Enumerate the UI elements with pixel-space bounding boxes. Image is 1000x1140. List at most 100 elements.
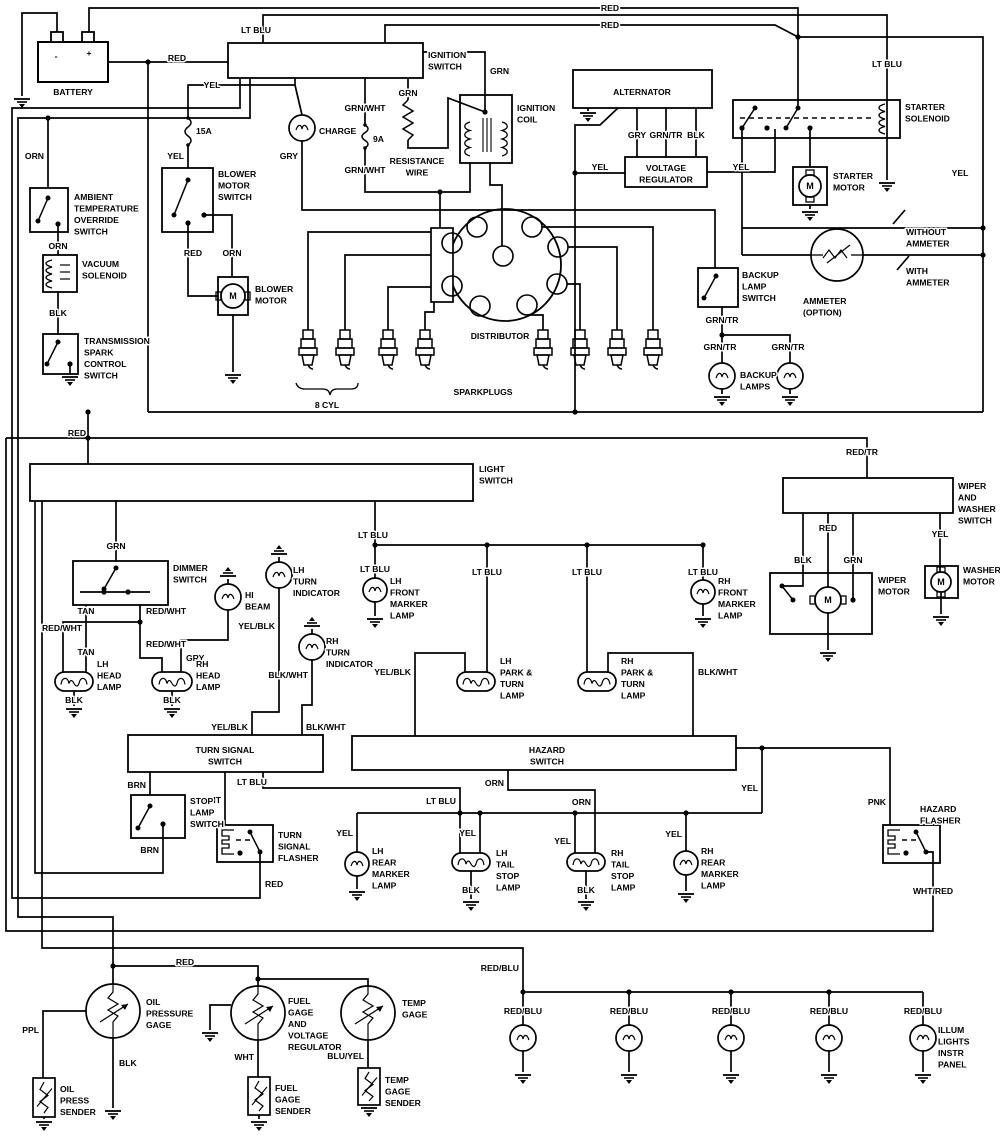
resistance-wire	[401, 99, 415, 141]
label: YEL	[592, 162, 609, 172]
junction-dot	[437, 189, 443, 195]
wires	[5, 7, 984, 1119]
lamp-filament-icon	[462, 677, 490, 687]
ground-icon	[879, 182, 895, 192]
label: YEL	[741, 783, 758, 793]
lamp-filament-icon	[272, 571, 286, 578]
label: IGNITION	[428, 50, 466, 60]
label: LT BLU	[872, 59, 902, 69]
gauges	[85, 983, 396, 1041]
junction-dot	[255, 976, 261, 982]
label: WIPER	[878, 575, 907, 585]
label: VACUUM	[82, 259, 119, 269]
label: TEMPERATURE	[74, 204, 139, 214]
label: LH	[390, 576, 401, 586]
label: GRY	[280, 151, 299, 161]
label: LAMP	[372, 881, 397, 891]
label: ORN	[222, 248, 241, 258]
label: PARK &	[621, 668, 653, 678]
ground-icon	[14, 98, 30, 108]
wiper-washer-switch	[782, 477, 954, 514]
label: SENDER	[275, 1106, 312, 1116]
ground-icon	[714, 396, 730, 406]
label: BLK	[577, 885, 595, 895]
junction-dot	[85, 435, 91, 441]
label: RESISTANCE	[390, 156, 445, 166]
flasher-contact-icon	[221, 829, 234, 855]
ground-icon	[164, 708, 180, 718]
junction-dot	[201, 212, 207, 218]
label: YEL	[733, 162, 750, 172]
label: FRONT	[390, 588, 420, 598]
label: GRN	[490, 66, 509, 76]
ambient-temperature-override-switch	[29, 187, 69, 233]
svg-text:M: M	[229, 291, 237, 301]
label: RED/TR	[846, 447, 879, 457]
sparkplug	[647, 329, 659, 340]
voltage-regulator	[624, 156, 708, 188]
label: GAGE	[146, 1020, 172, 1030]
label: INDICATOR	[293, 588, 341, 598]
label: VOLTAGE	[288, 1031, 329, 1041]
oval-lamp	[451, 852, 491, 872]
sparkplugs	[295, 329, 663, 396]
lamp-filament-icon	[696, 588, 710, 595]
label: LH	[500, 656, 511, 666]
ground-icon	[723, 1074, 739, 1084]
label: TEMP	[402, 998, 426, 1008]
junction-dot	[101, 589, 107, 595]
label: RED/BLU	[904, 1006, 942, 1016]
label: LT BLU	[241, 25, 271, 35]
junction-dot	[185, 220, 191, 226]
oval-lamps	[54, 671, 617, 872]
label: 8 CYL	[315, 400, 339, 410]
label: LT BLU	[472, 567, 502, 577]
label: GRN	[106, 541, 125, 551]
label: ORN	[25, 151, 44, 161]
ammeter	[810, 228, 864, 282]
label: RED/BLU	[481, 963, 519, 973]
stop-lamp-switch	[130, 794, 186, 839]
label: LT BLU	[572, 567, 602, 577]
label: RH	[701, 846, 713, 856]
label: SWITCH	[742, 293, 776, 303]
label: BLK	[687, 130, 705, 140]
label: RED/BLU	[504, 1006, 542, 1016]
label: TAIL	[611, 860, 629, 870]
ground-icon	[304, 617, 320, 627]
label: LT BLU	[237, 777, 267, 787]
label: ORN	[485, 778, 504, 788]
junction-dot	[584, 542, 590, 548]
label: LAMP	[701, 881, 726, 891]
label: VOLTAGE	[646, 163, 687, 173]
ground-icon	[821, 1074, 837, 1084]
ground-icon	[36, 1121, 52, 1131]
alternator	[572, 69, 713, 109]
ground-icon	[367, 618, 383, 628]
label: GRN/TR	[706, 315, 740, 325]
label: HAZARD	[529, 745, 565, 755]
battery-terminal	[50, 31, 64, 43]
label: YEL	[336, 828, 353, 838]
label: FLASHER	[920, 816, 961, 826]
label: PNK	[868, 797, 887, 807]
label: RH	[326, 636, 338, 646]
junction-dot	[520, 989, 526, 995]
label: SENDER	[385, 1098, 422, 1108]
label: LT BLU	[688, 567, 718, 577]
fuses	[184, 116, 369, 150]
washer-motor-box	[924, 565, 959, 599]
lamp-filament-icon	[822, 1034, 836, 1041]
ground-icon	[915, 1074, 931, 1084]
label: BLK	[794, 555, 812, 565]
label: RED/WHT	[146, 639, 187, 649]
label: 15A	[196, 126, 212, 136]
label: INDICATOR	[326, 659, 374, 669]
label: MARKER	[701, 869, 740, 879]
hazard-switch	[351, 735, 737, 771]
label: AMMETER	[803, 296, 847, 306]
label: PARK &	[500, 668, 532, 678]
label: WASHER	[958, 504, 997, 514]
label: STOP	[611, 871, 635, 881]
